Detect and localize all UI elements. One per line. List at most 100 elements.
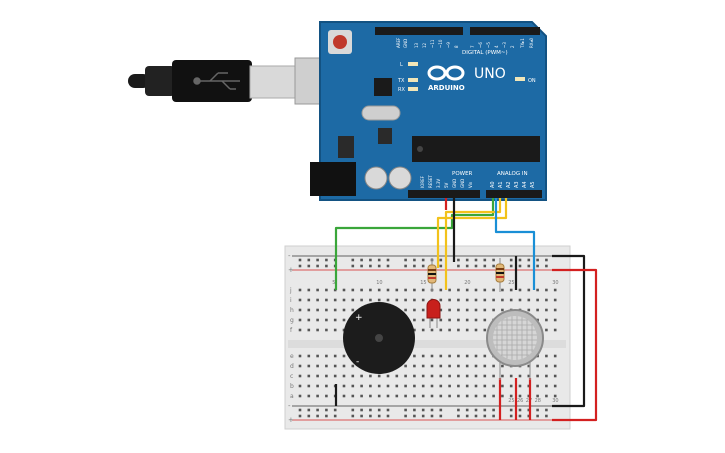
breadboard-hole[interactable] bbox=[377, 394, 381, 398]
breadboard-hole[interactable] bbox=[483, 288, 487, 292]
breadboard-hole[interactable] bbox=[325, 384, 328, 388]
rail-hole[interactable] bbox=[360, 264, 363, 268]
rail-hole[interactable] bbox=[377, 258, 381, 262]
rail-hole[interactable] bbox=[307, 408, 311, 412]
breadboard-hole[interactable] bbox=[307, 374, 311, 378]
rail-hole[interactable] bbox=[333, 414, 337, 418]
breadboard-hole[interactable] bbox=[386, 394, 390, 398]
breadboard-hole[interactable] bbox=[553, 354, 557, 358]
breadboard-hole[interactable] bbox=[439, 364, 443, 368]
breadboard-hole[interactable] bbox=[545, 308, 548, 312]
breadboard-hole[interactable] bbox=[342, 364, 346, 368]
breadboard-hole[interactable] bbox=[553, 308, 557, 312]
breadboard-hole[interactable] bbox=[439, 308, 443, 312]
breadboard-hole[interactable] bbox=[465, 328, 469, 332]
breadboard-hole[interactable] bbox=[527, 384, 531, 388]
rail-hole[interactable] bbox=[369, 414, 372, 418]
breadboard-hole[interactable] bbox=[509, 394, 513, 398]
breadboard-hole[interactable] bbox=[386, 384, 390, 388]
breadboard-hole[interactable] bbox=[527, 394, 531, 398]
breadboard-hole[interactable] bbox=[316, 288, 319, 292]
breadboard-hole[interactable] bbox=[430, 394, 434, 398]
breadboard-hole[interactable] bbox=[483, 364, 487, 368]
breadboard-hole[interactable] bbox=[421, 394, 425, 398]
breadboard-hole[interactable] bbox=[413, 364, 416, 368]
rail-hole[interactable] bbox=[404, 264, 407, 268]
breadboard-hole[interactable] bbox=[545, 374, 548, 378]
rail-hole[interactable] bbox=[483, 408, 487, 412]
rail-hole[interactable] bbox=[474, 408, 478, 412]
wire-yellow-2[interactable] bbox=[436, 198, 508, 268]
rail-hole[interactable] bbox=[316, 258, 319, 262]
breadboard-hole[interactable] bbox=[474, 354, 478, 358]
rail-hole[interactable] bbox=[439, 264, 443, 268]
breadboard-hole[interactable] bbox=[360, 394, 363, 398]
breadboard-hole[interactable] bbox=[325, 354, 328, 358]
rail-hole[interactable] bbox=[457, 258, 460, 262]
rail-hole[interactable] bbox=[404, 258, 407, 262]
breadboard-hole[interactable] bbox=[333, 308, 337, 312]
rail-hole[interactable] bbox=[369, 264, 372, 268]
breadboard-hole[interactable] bbox=[545, 394, 548, 398]
breadboard-hole[interactable] bbox=[536, 298, 539, 302]
breadboard-hole[interactable] bbox=[404, 374, 407, 378]
breadboard-hole[interactable] bbox=[448, 374, 451, 378]
breadboard-hole[interactable] bbox=[553, 384, 557, 388]
breadboard-hole[interactable] bbox=[342, 318, 346, 322]
breadboard-hole[interactable] bbox=[316, 328, 319, 332]
power-header[interactable] bbox=[408, 190, 480, 198]
breadboard-hole[interactable] bbox=[342, 354, 346, 358]
breadboard-hole[interactable] bbox=[509, 288, 513, 292]
breadboard-hole[interactable] bbox=[474, 364, 478, 368]
breadboard-hole[interactable] bbox=[492, 374, 495, 378]
rail-hole[interactable] bbox=[545, 408, 548, 412]
breadboard-hole[interactable] bbox=[553, 394, 557, 398]
rail-hole[interactable] bbox=[518, 408, 522, 412]
rail-hole[interactable] bbox=[351, 264, 355, 268]
breadboard-hole[interactable] bbox=[457, 328, 460, 332]
rail-hole[interactable] bbox=[536, 258, 539, 262]
rail-hole[interactable] bbox=[465, 264, 469, 268]
breadboard-hole[interactable] bbox=[421, 374, 425, 378]
breadboard-hole[interactable] bbox=[439, 394, 443, 398]
breadboard-hole[interactable] bbox=[492, 394, 495, 398]
breadboard-hole[interactable] bbox=[298, 318, 302, 322]
digital-header-2[interactable] bbox=[470, 27, 540, 35]
breadboard-hole[interactable] bbox=[430, 364, 434, 368]
breadboard-hole[interactable] bbox=[439, 318, 443, 322]
rail-hole[interactable] bbox=[536, 414, 539, 418]
breadboard-hole[interactable] bbox=[307, 288, 311, 292]
breadboard-hole[interactable] bbox=[483, 384, 487, 388]
breadboard-hole[interactable] bbox=[404, 364, 407, 368]
breadboard-hole[interactable] bbox=[395, 298, 399, 302]
breadboard-hole[interactable] bbox=[457, 298, 460, 302]
breadboard-hole[interactable] bbox=[553, 374, 557, 378]
breadboard-hole[interactable] bbox=[501, 288, 504, 292]
breadboard-hole[interactable] bbox=[395, 374, 399, 378]
breadboard-hole[interactable] bbox=[325, 288, 328, 292]
rail-hole[interactable] bbox=[377, 414, 381, 418]
breadboard-hole[interactable] bbox=[518, 288, 522, 292]
rail-hole[interactable] bbox=[351, 408, 355, 412]
breadboard-hole[interactable] bbox=[448, 298, 451, 302]
rail-hole[interactable] bbox=[351, 258, 355, 262]
breadboard-hole[interactable] bbox=[298, 354, 302, 358]
rail-hole[interactable] bbox=[360, 258, 363, 262]
breadboard-hole[interactable] bbox=[325, 318, 328, 322]
wires[interactable] bbox=[334, 198, 598, 422]
breadboard-hole[interactable] bbox=[316, 318, 319, 322]
rail-hole[interactable] bbox=[386, 414, 390, 418]
rail-hole[interactable] bbox=[307, 414, 311, 418]
breadboard-hole[interactable] bbox=[465, 288, 469, 292]
breadboard-hole[interactable] bbox=[413, 374, 416, 378]
breadboard-hole[interactable] bbox=[501, 364, 504, 368]
breadboard-hole[interactable] bbox=[316, 354, 319, 358]
rail-hole[interactable] bbox=[527, 258, 531, 262]
rail-hole[interactable] bbox=[545, 264, 548, 268]
breadboard-hole[interactable] bbox=[333, 374, 337, 378]
breadboard-hole[interactable] bbox=[298, 394, 302, 398]
rail-hole[interactable] bbox=[518, 264, 522, 268]
resistor-2[interactable] bbox=[495, 258, 505, 292]
breadboard-hole[interactable] bbox=[439, 288, 443, 292]
breadboard-hole[interactable] bbox=[536, 394, 539, 398]
